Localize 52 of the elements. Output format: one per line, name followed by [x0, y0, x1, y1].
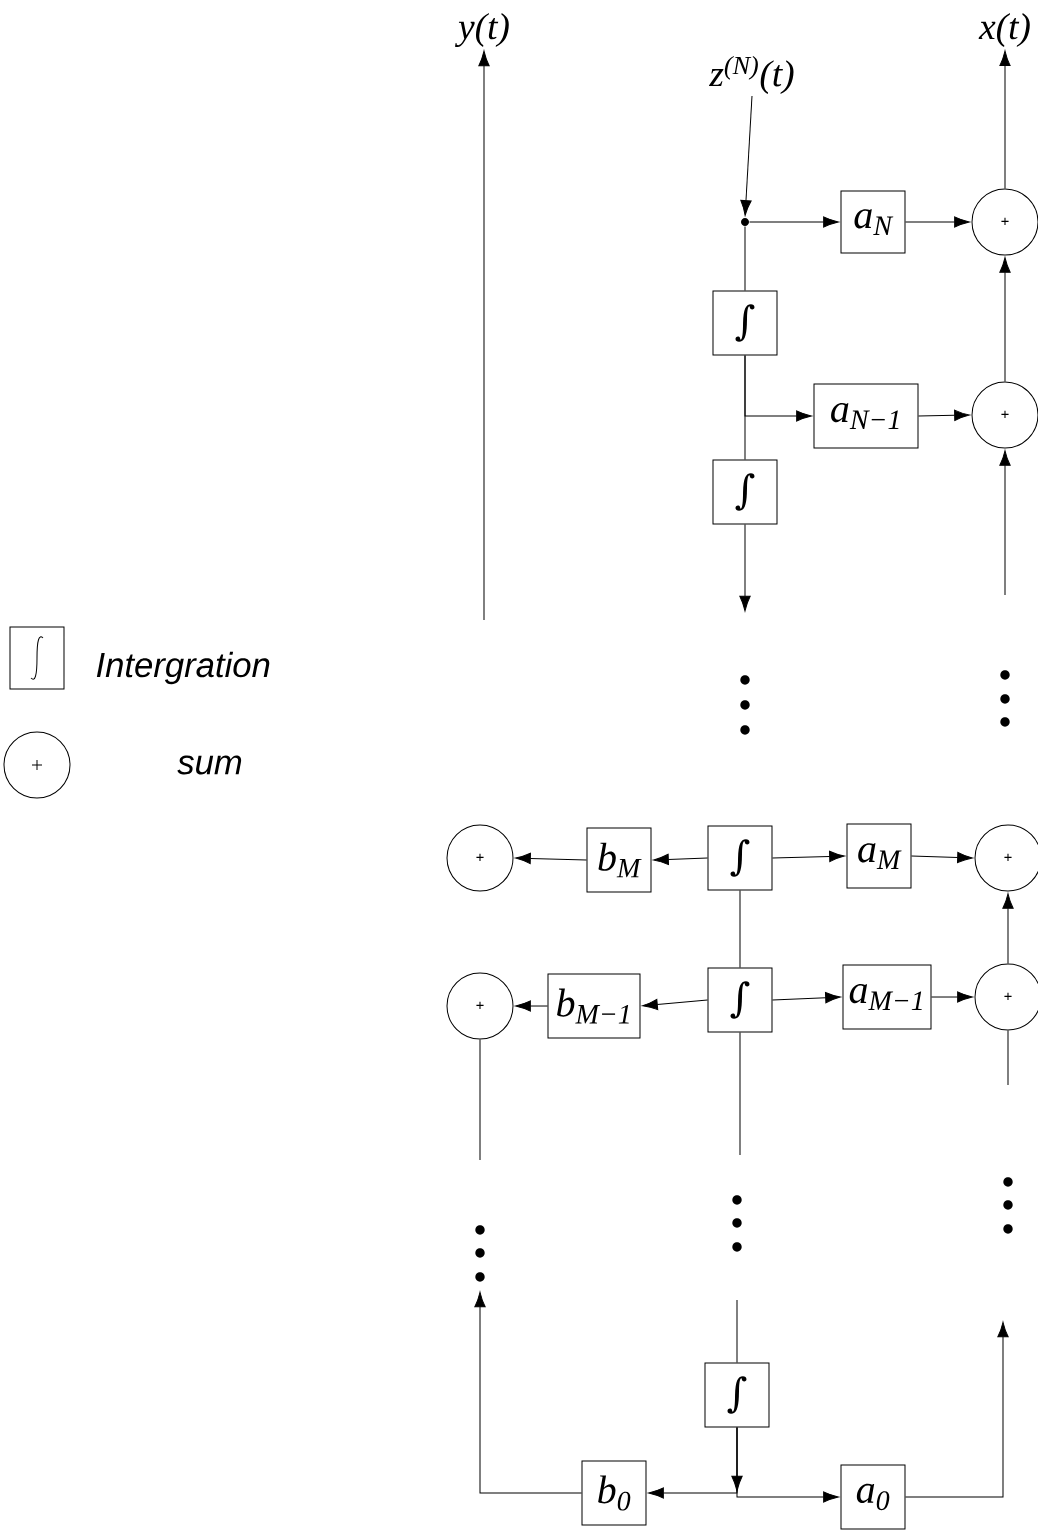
arrow — [731, 1427, 743, 1492]
arrow — [744, 355, 812, 422]
integrator-box: ∫ — [707, 825, 773, 891]
arrow — [515, 1000, 548, 1012]
arrow — [772, 992, 841, 1004]
signal-label: z$^{(N)}$(t) — [708, 55, 794, 95]
signal-label: y(t) — [455, 13, 509, 47]
arrow — [999, 257, 1011, 382]
signal-label: x(t) — [978, 13, 1030, 47]
arrow — [515, 852, 587, 865]
arrow — [918, 409, 970, 421]
summing-junction: + — [446, 824, 514, 892]
legend-text: Intergration — [96, 651, 270, 685]
summing-junction: + — [971, 381, 1038, 449]
arrow — [905, 1321, 1009, 1498]
summing-junction: + — [446, 972, 514, 1040]
arrow — [642, 998, 708, 1011]
arrow — [911, 851, 973, 864]
gain-box: a$_{0}$ — [840, 1464, 906, 1530]
gain-box: b$_{M−1}$ — [547, 973, 641, 1039]
gain-box: b$_{M}$ — [586, 827, 652, 893]
arrow — [474, 1291, 582, 1494]
legend-text: sum — [177, 755, 242, 775]
integrator-box: ∫ — [704, 1362, 770, 1428]
gain-box: b$_{0}$ — [581, 1460, 647, 1526]
arrow — [739, 524, 751, 612]
summing-junction: + — [971, 188, 1038, 256]
arrow — [749, 216, 839, 228]
signal-line — [739, 890, 741, 968]
summing-junction: + — [974, 824, 1038, 892]
signal-line — [739, 1032, 741, 1156]
arrow — [999, 50, 1011, 189]
integrator-box: ∫ — [712, 290, 778, 356]
arrow — [478, 50, 490, 621]
arrow — [740, 95, 753, 216]
signal-line — [736, 1299, 738, 1363]
arrow — [772, 850, 845, 863]
gain-box: a$_{N−1}$ — [813, 383, 919, 449]
arrow — [999, 450, 1011, 596]
signal-line — [1007, 1030, 1009, 1086]
arrow — [905, 216, 970, 228]
signal-line — [744, 226, 746, 291]
arrow — [653, 853, 708, 866]
arrow — [931, 991, 973, 1003]
gain-box: a$_{M−1}$ — [842, 964, 932, 1030]
signal-line — [479, 1039, 481, 1161]
gain-box: a$_{M}$ — [846, 823, 912, 889]
integrator-box: ∫ — [712, 459, 778, 525]
integrator-box: ∫ — [707, 967, 773, 1033]
gain-box: a$_{N}$ — [840, 190, 906, 254]
arrow — [1002, 893, 1014, 964]
summing-junction: + — [974, 963, 1038, 1031]
